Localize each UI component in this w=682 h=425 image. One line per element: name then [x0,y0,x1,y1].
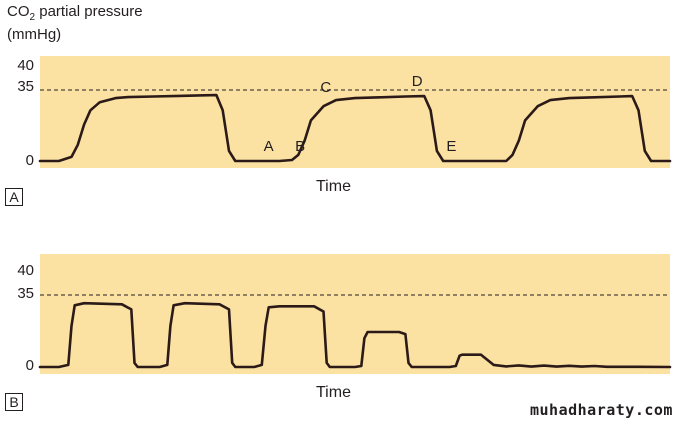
watermark: muhadharaty.com [530,401,673,419]
panel-a-annotation-e: E [446,138,456,155]
panel-b [38,254,672,374]
panel-a: A B C D E [38,56,672,168]
y-axis-unit: (mmHg) [7,26,62,43]
y-axis-title-subscript: 2 [29,12,36,23]
panel-a-tick-40: 40 [17,57,34,74]
panel-a-label: A [5,188,23,206]
panel-b-label: B [5,393,23,411]
panel-a-tick-0: 0 [25,152,34,169]
panel-b-tick-35: 35 [17,285,34,302]
panel-b-background [40,254,670,374]
panel-a-annotation-b: B [295,138,305,155]
panel-a-annotation-d: D [412,73,423,90]
panel-a-co2-trace [38,93,672,163]
panel-b-tick-0: 0 [25,357,34,374]
panel-a-x-axis-label: Time [316,178,351,195]
panel-a-tick-35: 35 [17,78,34,95]
panel-a-annotation-a: A [264,138,274,155]
y-axis-title-rest: partial pressure [35,3,143,20]
panel-b-x-axis-label: Time [316,384,351,401]
y-axis-title: CO2 partial pressure (mmHg) [7,3,143,43]
panel-b-co2-trace [38,301,672,369]
panel-a-background [40,56,670,168]
y-axis-title-main: CO [7,3,30,20]
panel-b-tick-40: 40 [17,262,34,279]
panel-a-annotation-c: C [320,79,331,96]
